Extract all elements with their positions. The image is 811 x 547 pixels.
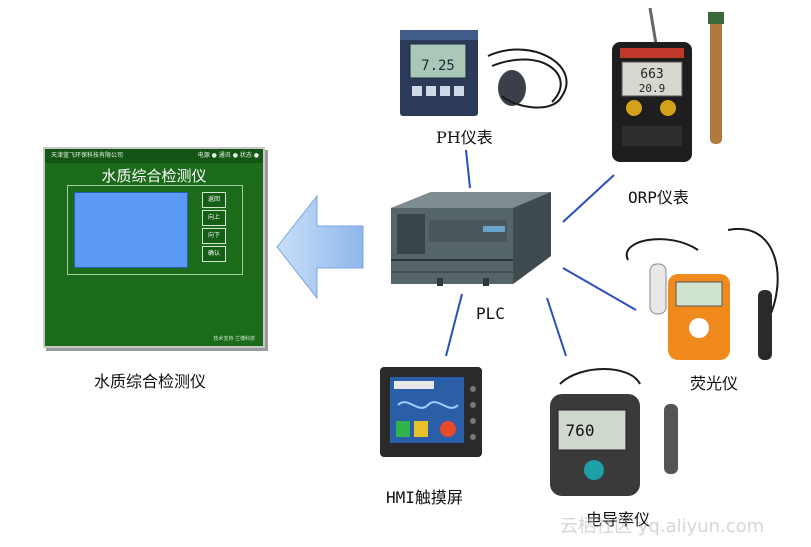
conductivity-meter-device: 760 [550,368,678,496]
hmi-touchscreen-device [380,367,482,457]
water-analyzer-device: 天津蓝飞环保科技有限公司 电源 ● 通讯 ● 状态 ● 水质综合检测仪 返回 向… [43,147,265,348]
label-hmi: HMI触摸屏 [386,488,463,507]
label-plc: PLC [476,304,505,323]
connector-orp [562,174,615,223]
panel-button-back: 返回 [202,192,226,208]
connector-conductivity [546,297,567,357]
label-conductivity-meter: 电导率仪 [586,510,651,529]
fluorometer-device [625,227,779,360]
ph-display-value: 7.25 [421,58,455,74]
label-water-analyzer: 水质综合检测仪 [94,372,207,391]
panel-status-text: 电源 ● 通讯 ● 状态 ● [197,152,259,159]
panel-title: 水质综合检测仪 [101,167,207,185]
panel-button-down: 向下 [202,228,226,244]
label-orp-meter: ORP仪表 [628,188,689,207]
panel-top-bar: 天津蓝飞环保科技有限公司 电源 ● 通讯 ● 状态 ● [45,149,263,163]
panel-company-text: 天津蓝飞环保科技有限公司 [51,152,124,159]
conductivity-display-value: 760 [566,421,595,440]
orp-meter-device: 663 20.9 [612,8,724,162]
connector-fluorometer [562,267,637,311]
label-ph-meter: PH仪表 [436,128,493,147]
orp-display-line1: 663 [640,67,663,82]
watermark-text: 云栖社区 yq.aliyun.com [560,516,765,537]
left-arrow-icon [276,194,364,300]
panel-button-confirm: 确认 [202,246,226,262]
orp-display-line2: 20.9 [639,82,666,95]
connector-ph [465,149,471,189]
ph-meter-device: 7.25 [400,30,568,116]
panel-screen [74,192,188,268]
label-fluorometer: 荧光仪 [690,374,739,393]
plc-device [391,192,551,286]
panel-footer-text: 技术支持 兰博科技 [213,336,255,342]
connector-hmi [445,293,463,357]
panel-display-frame: 返回 向上 向下 确认 [67,185,243,275]
panel-button-up: 向上 [202,210,226,226]
